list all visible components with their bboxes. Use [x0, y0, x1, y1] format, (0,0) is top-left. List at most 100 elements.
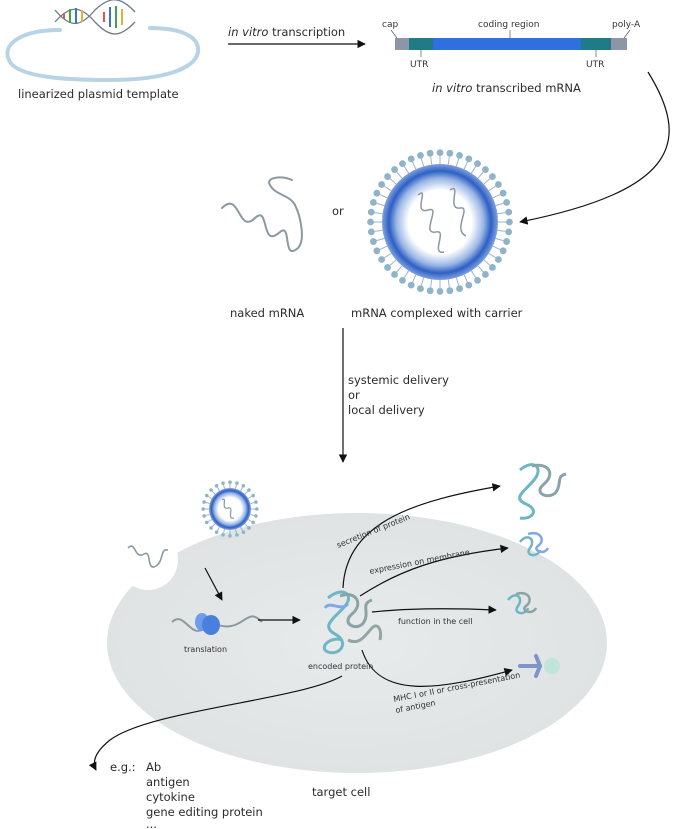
lipid-tail: [374, 229, 383, 232]
carrier-mrna-strand: [417, 192, 445, 253]
lipid-tail: [430, 279, 433, 288]
mhc-arrow: [361, 649, 513, 687]
lipid-tail: [217, 526, 220, 531]
lipid-head: [482, 271, 489, 278]
lipid-tail: [497, 229, 506, 232]
lipid-tail: [463, 274, 468, 283]
lipid-tail: [396, 171, 403, 179]
lipid-head: [378, 181, 386, 188]
lipid-tail: [223, 484, 226, 489]
lipid-head: [494, 256, 502, 263]
lipid-head: [391, 166, 398, 173]
lipid-tail: [250, 502, 255, 505]
naked-mrna-strand: [221, 176, 303, 252]
lipid-tail: [240, 526, 243, 531]
carrier-particle: [367, 149, 513, 295]
lipid-head: [367, 228, 375, 236]
lipid-tail: [205, 513, 210, 516]
lipid-tail: [420, 158, 425, 167]
lipid-tail: [455, 158, 460, 167]
lipid-tail: [234, 484, 237, 489]
example-item: antigen: [146, 775, 190, 789]
plasmid-template: linearized plasmid template: [5, 0, 201, 101]
naked-mrna-bubble: [118, 530, 178, 590]
naked-mrna: naked mRNA: [221, 176, 304, 320]
utr-right-label: UTR: [586, 60, 604, 70]
lipid-head: [221, 481, 225, 485]
lipid-tail: [463, 161, 468, 170]
lipid-tail: [244, 523, 249, 528]
membrane-protein: [519, 531, 550, 557]
lipid-head: [499, 189, 507, 197]
lipid-tail: [384, 252, 392, 259]
to-carrier-arrow: [519, 71, 670, 225]
lipid-head: [426, 149, 434, 157]
lipid-tail: [447, 279, 450, 288]
encoded-protein: [322, 590, 382, 655]
lipid-head: [399, 276, 406, 284]
membrane-arrow: [359, 544, 509, 597]
lipid-head: [251, 493, 256, 498]
lipid-head: [241, 530, 246, 535]
encoded-protein-label: encoded protein: [308, 662, 373, 671]
ribosome-large-subunit: [202, 615, 220, 635]
utr-left-label: UTR: [410, 60, 428, 70]
lipid-tail: [420, 277, 425, 286]
carrier-small: [201, 480, 259, 538]
lipid-head: [214, 530, 219, 535]
lipid-tail: [217, 487, 220, 492]
lipid-head: [489, 264, 496, 271]
lipid-head: [474, 276, 481, 284]
lipid-tail: [376, 202, 385, 207]
lipid-head: [367, 218, 374, 226]
or-label: or: [332, 204, 344, 218]
secreted-protein: [518, 463, 567, 520]
lipid-head: [465, 281, 473, 289]
target-cell: [107, 513, 607, 773]
lipid-tail: [488, 252, 496, 259]
lipid-head: [465, 155, 473, 163]
example-item: ...: [146, 817, 157, 829]
carrier-small-shell: [209, 488, 251, 530]
lipid-head: [254, 507, 259, 511]
lipid-head: [505, 208, 513, 216]
lipid-tail: [376, 237, 385, 242]
lipid-head: [446, 149, 454, 157]
lipid-tail: [389, 178, 397, 185]
lipid-head: [456, 285, 463, 292]
lipid-tail: [389, 259, 397, 266]
lipid-tail: [208, 496, 213, 499]
lipid-head: [373, 189, 381, 197]
lipid-head: [201, 507, 205, 511]
coding-label: coding region: [478, 20, 539, 30]
lipid-tail: [470, 270, 477, 278]
lipid-tail: [495, 202, 504, 207]
ivt-step: in vitro transcription: [228, 25, 366, 49]
function-label: function in the cell: [398, 617, 473, 626]
polya-label: poly-A: [612, 20, 641, 30]
lipid-head: [489, 173, 496, 180]
functional-protein: [507, 591, 538, 615]
lipid-tail: [244, 490, 249, 495]
lipid-tail: [396, 265, 403, 273]
example-item: Ab: [146, 760, 161, 774]
lipid-tail: [374, 212, 383, 215]
lipid-head: [391, 271, 398, 278]
lipid-head: [503, 199, 510, 206]
example-item: gene editing protein: [146, 805, 263, 819]
lipid-tail: [211, 523, 216, 528]
lipid-head: [378, 256, 386, 263]
lipid-head: [505, 228, 513, 236]
lipid-tail: [240, 487, 243, 492]
lipid-head: [202, 514, 206, 518]
lipid-head: [235, 533, 239, 537]
to-ribosome-arrow: [204, 567, 223, 601]
delivery-line3: local delivery: [348, 403, 425, 417]
lipid-head: [254, 514, 258, 518]
lipid-head: [228, 534, 232, 538]
lipid-head: [417, 285, 424, 292]
lipid-tail: [492, 194, 501, 199]
plasmid-label: linearized plasmid template: [18, 87, 179, 101]
lipid-head: [370, 199, 377, 206]
ribosome: [171, 613, 263, 635]
